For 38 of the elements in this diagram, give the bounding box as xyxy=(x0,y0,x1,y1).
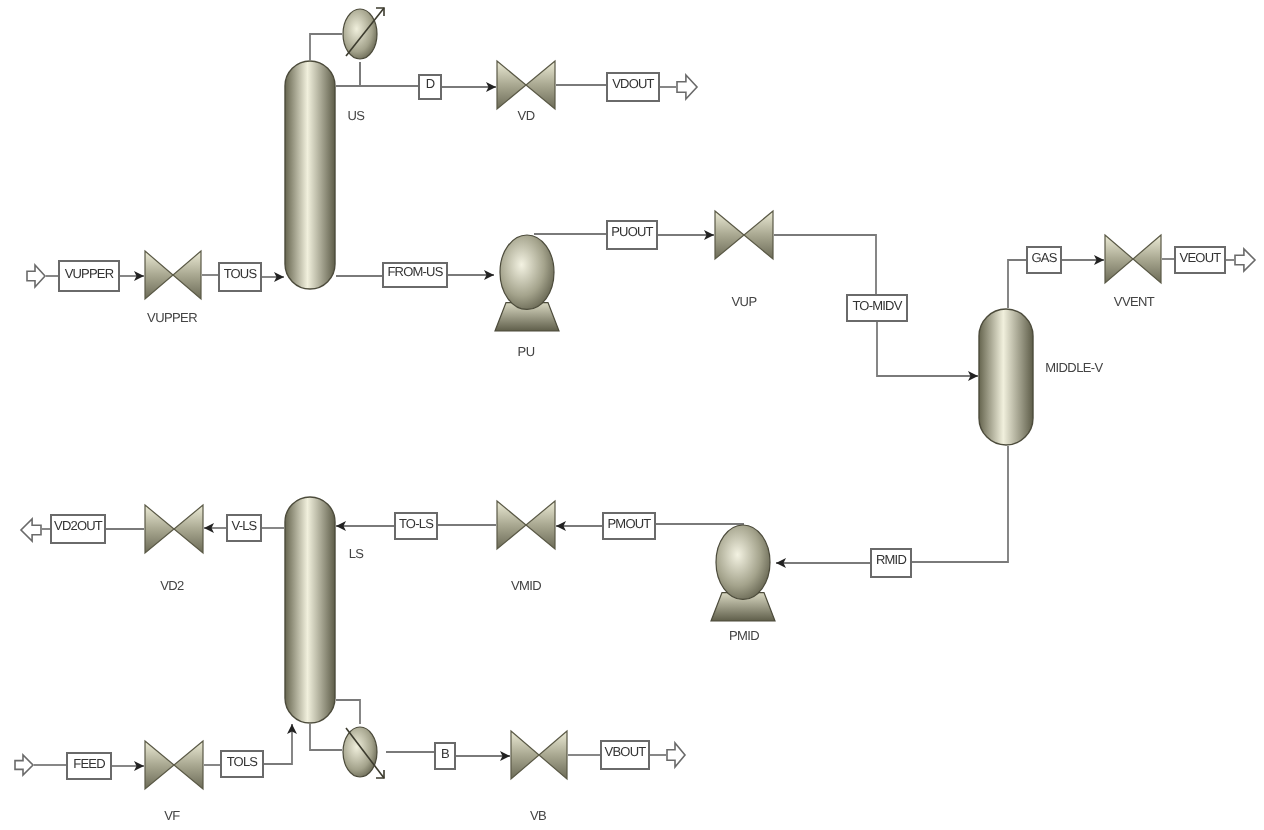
stream-line xyxy=(649,754,667,756)
stream-line xyxy=(385,751,435,753)
stream-line xyxy=(105,528,145,530)
stream-line xyxy=(447,270,495,280)
stream-line xyxy=(441,82,497,92)
stream-line xyxy=(309,33,343,61)
stream-line xyxy=(876,321,979,381)
stream-line xyxy=(45,275,59,277)
stream-line xyxy=(1007,259,1027,309)
stream-line xyxy=(555,521,603,531)
stream-line xyxy=(335,521,395,531)
stream-line xyxy=(657,230,715,240)
stream-line xyxy=(309,723,343,751)
stream-line xyxy=(261,527,285,529)
stream-line xyxy=(455,751,511,761)
stream-line xyxy=(119,271,145,281)
stream-line xyxy=(203,523,227,533)
stream-line xyxy=(261,272,285,282)
stream-line xyxy=(33,764,67,766)
stream-line xyxy=(775,558,871,568)
stream-line xyxy=(201,274,219,276)
stream-line xyxy=(437,524,497,526)
stream-line xyxy=(911,445,1009,563)
stream-line xyxy=(203,764,221,766)
stream-line xyxy=(263,723,297,765)
stream-line xyxy=(1061,255,1105,265)
stream-line xyxy=(567,754,601,756)
stream-line xyxy=(533,233,607,235)
stream-line xyxy=(555,84,607,86)
stream-line xyxy=(655,523,745,525)
stream-line xyxy=(335,699,361,725)
stream-line xyxy=(111,761,145,771)
stream-line xyxy=(41,528,51,530)
stream-line xyxy=(1161,258,1175,260)
stream-line xyxy=(659,86,677,88)
stream-line xyxy=(1225,259,1235,261)
stream-line xyxy=(359,61,419,87)
stream-line xyxy=(335,275,383,277)
